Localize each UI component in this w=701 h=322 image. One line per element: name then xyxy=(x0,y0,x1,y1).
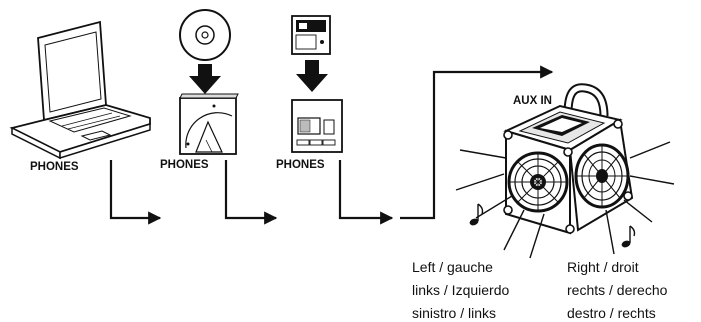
right-label-line: destro / rechts xyxy=(567,305,656,321)
left-label-line: Left / gauche xyxy=(412,259,493,275)
right-label-line: rechts / derecho xyxy=(567,282,668,298)
cd-disc-icon xyxy=(179,9,231,61)
laptop-icon xyxy=(9,20,151,160)
music-note-icon xyxy=(621,225,636,248)
right-label-line: Right / droit xyxy=(567,259,639,275)
cable-arrow xyxy=(338,160,394,225)
right-channel-label: Right / droit rechts / derecho destro / … xyxy=(567,259,668,321)
cable-arrow xyxy=(109,160,162,225)
cable-arrow xyxy=(224,160,278,225)
minidisc-icon xyxy=(291,15,331,55)
aux-in-label: AUX IN xyxy=(513,95,552,107)
down-arrow-icon xyxy=(189,64,221,94)
sound-rays-right xyxy=(605,141,675,255)
left-channel-label: Left / gauche links / Izquierdo sinistro… xyxy=(412,259,509,321)
music-note-icon xyxy=(469,203,484,226)
cable-to-aux-in xyxy=(400,65,554,220)
down-arrow-icon xyxy=(296,60,328,92)
md-player-jack-label: PHONES xyxy=(276,159,325,171)
sound-rays-left xyxy=(455,149,545,259)
left-label-line: sinistro / links xyxy=(412,305,496,321)
speaker-cube-icon xyxy=(503,83,634,235)
laptop-jack-label: PHONES xyxy=(30,161,79,173)
cd-player-icon xyxy=(179,93,239,155)
cd-player-jack-label: PHONES xyxy=(160,159,209,171)
minidisc-player-icon xyxy=(291,99,343,153)
left-label-line: links / Izquierdo xyxy=(412,282,509,298)
